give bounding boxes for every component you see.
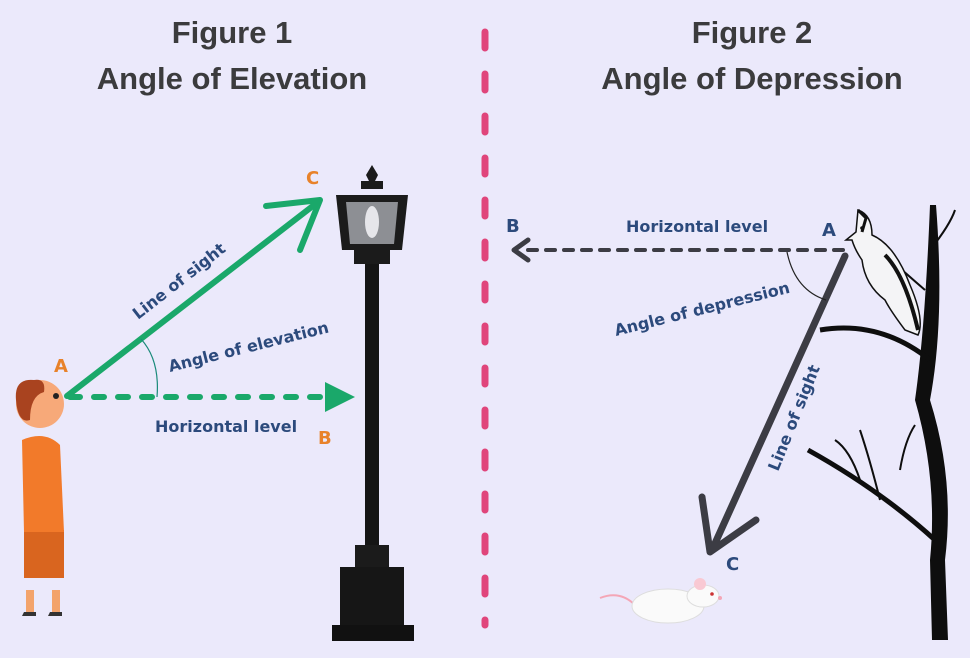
boy-illustration <box>15 379 64 616</box>
arrowhead-icon <box>511 237 531 263</box>
arrowhead-icon <box>325 382 355 412</box>
arrowhead-icon <box>698 493 760 556</box>
figure2-point-c: C <box>726 554 739 575</box>
figure1-angle-label: Angle of elevation <box>166 318 330 376</box>
figure2-subtitle: Angle of Depression <box>601 61 902 96</box>
figure1-subtitle: Angle of Elevation <box>97 61 367 96</box>
figure2-point-a: A <box>822 220 836 241</box>
figure1-point-a: A <box>54 356 68 377</box>
figure1-point-b: B <box>318 428 332 449</box>
figure2-angle-label: Angle of depression <box>612 278 791 340</box>
bird-illustration <box>843 208 921 336</box>
figure2-horizontal-label: Horizontal level <box>626 217 768 236</box>
line-of-sight-arrow <box>64 199 321 399</box>
tree-illustration <box>806 205 956 640</box>
elevation-geometry <box>64 197 355 412</box>
figure1-horizontal-label: Horizontal level <box>155 417 297 436</box>
depression-geometry <box>511 237 849 556</box>
arrowhead-icon <box>263 197 323 253</box>
figure2-point-b: B <box>506 216 520 237</box>
angle-arc <box>140 338 159 398</box>
figure1-point-c: C <box>306 168 319 189</box>
figure2-title: Figure 2 <box>692 15 813 50</box>
lamp-post-illustration <box>332 165 414 641</box>
figure1-title: Figure 1 <box>172 15 293 50</box>
line-of-sight-arrow <box>708 252 849 554</box>
mouse-illustration <box>599 578 722 624</box>
angle-arc <box>786 251 827 301</box>
